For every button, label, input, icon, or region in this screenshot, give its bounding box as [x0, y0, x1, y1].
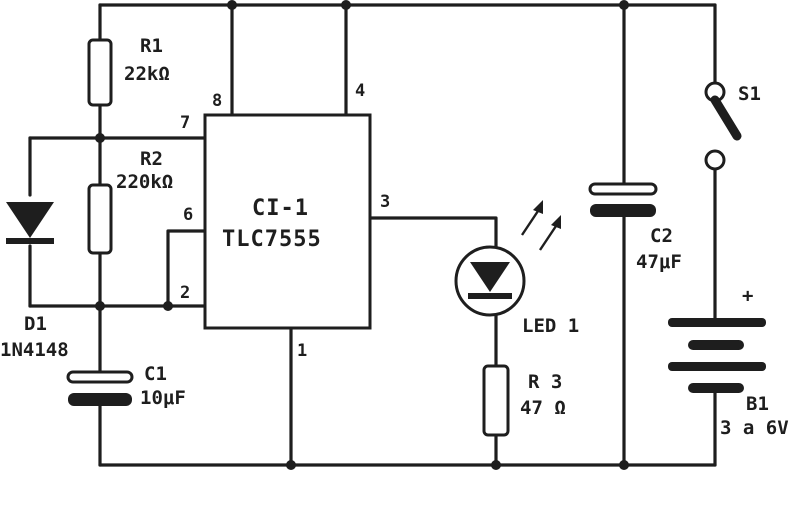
c2-ref-label: C2 — [650, 225, 673, 247]
r1-ref-label: R1 — [140, 35, 163, 57]
ic-pin3-label: 3 — [380, 192, 390, 212]
resistor-r1-body — [87, 38, 113, 107]
junction-dot — [95, 301, 105, 311]
s1-ref-label: S1 — [738, 83, 761, 105]
led-1-triangle — [470, 262, 510, 292]
ic-pin8-label: 8 — [212, 91, 222, 111]
diode-d1: D1 1N4148 — [0, 202, 69, 361]
pin3-wire — [368, 216, 498, 255]
c1-ref-label: C1 — [144, 363, 167, 385]
battery-b1-cell-long-2 — [668, 362, 766, 371]
junction-dot — [163, 301, 173, 311]
r1-value-label: 22kΩ — [124, 63, 170, 85]
r2-value-label: 220kΩ — [116, 171, 173, 193]
diode-d1-anode-triangle — [6, 202, 54, 238]
c1-value-label: 10μF — [140, 387, 186, 409]
d1-value-label: 1N4148 — [0, 339, 69, 361]
resistor-r2-body — [87, 183, 113, 255]
junction-dot — [619, 460, 629, 470]
diode-d1-cathode-bar — [6, 238, 54, 244]
capacitor-c2-bottom-plate — [590, 204, 656, 217]
capacitor-c2: C2 47μF — [588, 182, 682, 273]
ic-pin4-label: 4 — [355, 81, 365, 101]
junction-dot — [227, 0, 237, 10]
junctions — [95, 0, 629, 470]
ic-pin6-label: 6 — [183, 205, 193, 225]
b1-value-label: 3 a 6V — [720, 417, 789, 439]
battery-b1-cell-short-2 — [688, 383, 744, 393]
c2-value-label: 47μF — [636, 251, 682, 273]
capacitor-c1-bottom-plate — [68, 393, 132, 406]
switch-s1: S1 — [704, 81, 761, 171]
junction-dot — [491, 460, 501, 470]
switch-s1-lever — [710, 95, 742, 141]
capacitor-c2-top-plate — [588, 182, 658, 196]
r3-ref-label: R 3 — [528, 371, 562, 393]
ic-part-label: TLC7555 — [222, 227, 322, 252]
led-1-cathode-bar — [468, 293, 512, 299]
pin6-wire — [166, 229, 207, 308]
ic-pin2-label: 2 — [180, 283, 190, 303]
junction-dot — [95, 133, 105, 143]
switch-s1-bottom-contact — [704, 149, 726, 171]
resistor-r2: R2 220kΩ — [87, 148, 173, 255]
junction-dot — [341, 0, 351, 10]
battery-b1-cell-short-1 — [688, 340, 744, 350]
b1-plus-label: + — [742, 285, 753, 307]
ic-ci1: CI-1 TLC7555 8 4 7 6 2 1 3 — [180, 81, 390, 361]
capacitor-c1: C1 10μF — [66, 363, 186, 409]
d1-ref-label: D1 — [24, 313, 47, 335]
junction-dot — [619, 0, 629, 10]
wiring — [28, 3, 717, 467]
led-light-arrows-icon — [521, 200, 561, 251]
resistor-r3-body — [482, 364, 510, 437]
r2-ref-label: R2 — [140, 148, 163, 170]
ic-pin7-label: 7 — [180, 113, 190, 133]
junction-dot — [286, 460, 296, 470]
resistor-r1: R1 22kΩ — [87, 35, 170, 107]
capacitor-c1-top-plate — [66, 370, 134, 384]
ic-ref-label: CI-1 — [252, 196, 309, 221]
ic-pin1-label: 1 — [297, 341, 307, 361]
resistor-r3: R 3 47 Ω — [482, 364, 566, 437]
ic-ci1-body — [203, 113, 372, 330]
battery-b1: + B1 3 a 6V — [668, 285, 789, 439]
battery-b1-cell-long-1 — [668, 318, 766, 327]
r3-value-label: 47 Ω — [520, 397, 566, 419]
led1-ref-label: LED 1 — [522, 315, 579, 337]
led-1: LED 1 — [454, 200, 579, 337]
b1-ref-label: B1 — [746, 393, 769, 415]
